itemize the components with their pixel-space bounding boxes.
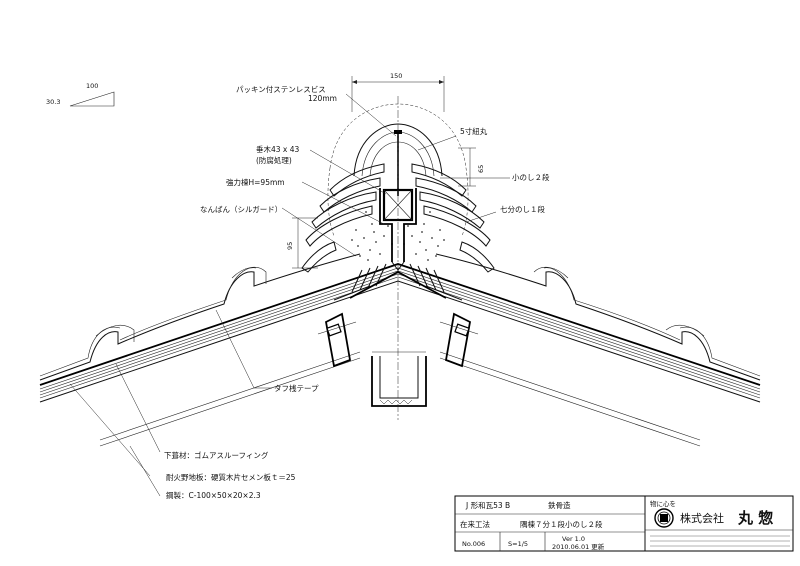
roof-deck-layers	[39, 263, 761, 447]
roof-tiles-left	[39, 253, 361, 381]
dimension-95: 95	[286, 217, 318, 269]
steel-c-channel	[371, 351, 427, 407]
tb-number: No.006	[462, 540, 485, 548]
tb-slogan: 物に心を	[650, 499, 676, 508]
dim-65-label: 65	[477, 165, 485, 173]
tb-ridge-type: 隅棟７分１段小のし２段	[520, 519, 603, 529]
tb-date: 2010.06.01 更新	[552, 542, 605, 551]
dim-95-label: 95	[286, 242, 294, 250]
tb-address-lines	[650, 535, 790, 547]
annotation-labels: パッキン付ステンレスビス 120mm 垂木43 x 43 (防腐処理) 強力棟H…	[164, 84, 550, 500]
noshi-tiles-left	[301, 163, 385, 273]
tb-version: Ver 1.0	[562, 535, 585, 543]
title-block: J 形和瓦53 B 鉄骨造 在来工法 隅棟７分１段小のし２段 No.006 S=…	[454, 495, 794, 552]
noshi-tiles-right	[411, 163, 495, 273]
label-strong-ridge: 強力棟H=95mm	[226, 177, 285, 187]
tb-company-name: 丸 惣	[737, 509, 773, 527]
bolt-bracket-right	[425, 285, 479, 368]
label-rafter-note: (防腐処理)	[256, 155, 292, 165]
tb-scale: S=1/5	[508, 540, 528, 548]
bolt-bracket-left	[317, 285, 371, 368]
roof-tiles-right	[435, 253, 761, 381]
label-packing-screw: パッキン付ステンレスビス	[236, 84, 326, 94]
tb-company-prefix: 株式会社	[680, 511, 724, 525]
slope-run: 100	[86, 82, 98, 90]
dimension-65: 65	[458, 147, 485, 187]
label-seven-noshi: 七分のし１段	[500, 204, 545, 214]
dimension-150: 150	[351, 72, 445, 112]
tb-product: J 形和瓦53 B	[465, 501, 510, 510]
label-small-noshi: 小のし２段	[512, 172, 550, 182]
company-logo-icon	[654, 508, 674, 528]
slope-rise: 30.3	[46, 98, 60, 106]
label-tape: タフ桟テープ	[274, 383, 319, 393]
label-underlay: 下葺材：ゴムアスルーフィング	[164, 450, 269, 460]
label-nanban: なんばん（シルガード）	[200, 204, 282, 214]
label-deck: 耐火野地板：硬質木片セメン板ｔ＝25	[166, 472, 296, 482]
tb-structure: 鉄骨造	[548, 500, 571, 510]
label-steel: 鋼製：C-100×50×20×2.3	[166, 490, 261, 500]
label-screw-length: 120mm	[308, 94, 337, 103]
tb-method: 在来工法	[460, 519, 490, 529]
label-rafter: 垂木43 x 43	[256, 144, 300, 154]
mortar-fill	[351, 211, 445, 261]
dim-150-label: 150	[390, 72, 402, 80]
leader-lines	[69, 93, 510, 497]
label-ridge-round: 5寸紐丸	[460, 126, 488, 136]
slope-indicator: 100 30.3	[46, 82, 115, 107]
